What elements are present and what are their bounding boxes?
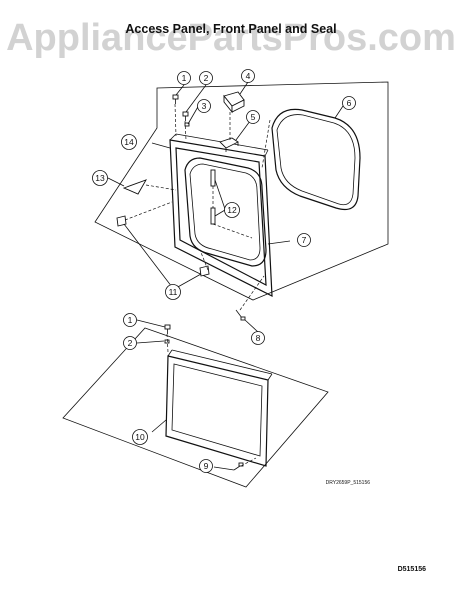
callout-13: 13 bbox=[92, 170, 108, 186]
svg-text:3: 3 bbox=[202, 101, 207, 111]
callout-2-lower: 2 bbox=[123, 336, 137, 350]
svg-text:6: 6 bbox=[347, 98, 352, 108]
svg-text:8: 8 bbox=[256, 333, 261, 343]
hinge-bracket bbox=[210, 169, 216, 187]
front-panel bbox=[169, 133, 273, 298]
panel-clip bbox=[199, 265, 210, 277]
svg-text:4: 4 bbox=[246, 71, 251, 81]
screw bbox=[164, 324, 171, 334]
callout-1-lower: 1 bbox=[123, 313, 137, 327]
svg-text:12: 12 bbox=[227, 205, 237, 215]
panel-clip bbox=[116, 215, 127, 227]
callout-7: 7 bbox=[297, 233, 311, 247]
lower-assembly-outline bbox=[62, 327, 329, 488]
svg-text:10: 10 bbox=[135, 432, 145, 442]
door-seal bbox=[271, 108, 361, 211]
svg-text:2: 2 bbox=[204, 73, 209, 83]
callout-14: 14 bbox=[121, 134, 137, 150]
svg-text:5: 5 bbox=[251, 112, 256, 122]
callout-1: 1 bbox=[177, 71, 191, 85]
callout-12: 12 bbox=[224, 202, 240, 218]
latch-part bbox=[219, 137, 239, 152]
callout-6: 6 bbox=[342, 96, 356, 110]
screw bbox=[184, 122, 190, 127]
callout-4: 4 bbox=[241, 69, 255, 83]
screw bbox=[164, 339, 170, 344]
svg-text:14: 14 bbox=[124, 137, 134, 147]
triangle-pad bbox=[122, 179, 147, 195]
clip-part bbox=[223, 91, 245, 114]
callout-2: 2 bbox=[199, 71, 213, 85]
svg-text:13: 13 bbox=[95, 173, 105, 183]
watermark: AppliancePartsPros.com bbox=[6, 17, 456, 59]
screw bbox=[233, 462, 244, 471]
svg-text:1: 1 bbox=[182, 73, 187, 83]
screw bbox=[182, 111, 189, 121]
svg-text:11: 11 bbox=[169, 287, 178, 297]
svg-text:1: 1 bbox=[128, 315, 133, 325]
diagram-title: Access Panel, Front Panel and Seal bbox=[125, 22, 336, 36]
callout-11: 11 bbox=[165, 284, 181, 300]
svg-text:2: 2 bbox=[128, 338, 133, 348]
callout-5: 5 bbox=[246, 110, 260, 124]
upper-assembly-outline bbox=[94, 81, 389, 301]
page-code: D515156 bbox=[398, 566, 427, 573]
svg-text:7: 7 bbox=[302, 235, 307, 245]
callout-10: 10 bbox=[132, 429, 148, 445]
callout-9: 9 bbox=[199, 459, 213, 473]
screw bbox=[172, 94, 179, 104]
drawing-reference: DRY2659P_515156 bbox=[326, 480, 371, 486]
screw bbox=[235, 309, 246, 321]
callout-3: 3 bbox=[197, 99, 211, 113]
access-panel bbox=[165, 349, 273, 467]
callout-8: 8 bbox=[251, 331, 265, 345]
leader-lines bbox=[107, 81, 346, 471]
hinge-bracket bbox=[210, 207, 216, 225]
svg-text:9: 9 bbox=[204, 461, 209, 471]
